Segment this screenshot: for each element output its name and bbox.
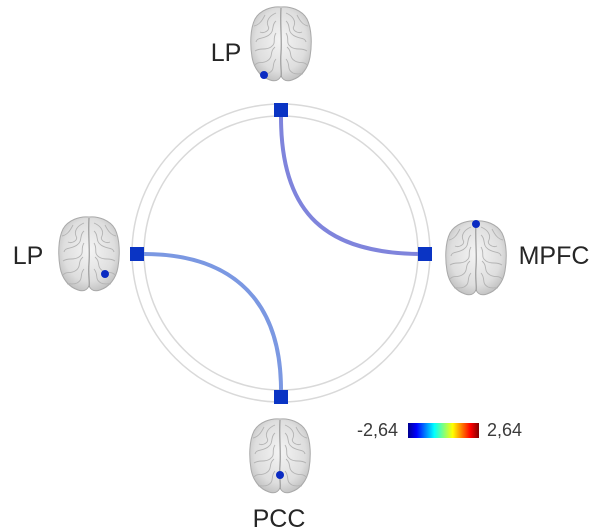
seed-dot-lp-top [260, 71, 268, 79]
node-square-pcc [274, 390, 288, 404]
node-label-mpfc: MPFC [519, 242, 590, 270]
brain-image-mpfc [445, 220, 507, 296]
seed-dot-pcc [276, 471, 284, 479]
node-square-mpfc [418, 247, 432, 261]
node-label-lp-left: LP [13, 242, 44, 270]
node-square-lp-top [274, 103, 288, 117]
node-label-pcc: PCC [253, 505, 306, 532]
brain-image-lp-left [58, 216, 120, 292]
brain-image-pcc [249, 418, 311, 494]
colorbar-max-label: 2,64 [487, 420, 522, 440]
connection-lp-left-to-pcc [142, 252, 283, 392]
colorbar-gradient [408, 423, 479, 438]
colorbar-min-label: -2,64 [357, 420, 398, 440]
seed-dot-mpfc [472, 220, 480, 228]
seed-dot-lp-left [101, 270, 109, 278]
node-label-lp-top: LP [211, 39, 242, 67]
colorbar: -2,64 2,64 [357, 420, 522, 440]
node-square-lp-left [130, 247, 144, 261]
connection-lp-top-to-mpfc [279, 115, 425, 256]
brain-image-lp-top [250, 6, 312, 82]
